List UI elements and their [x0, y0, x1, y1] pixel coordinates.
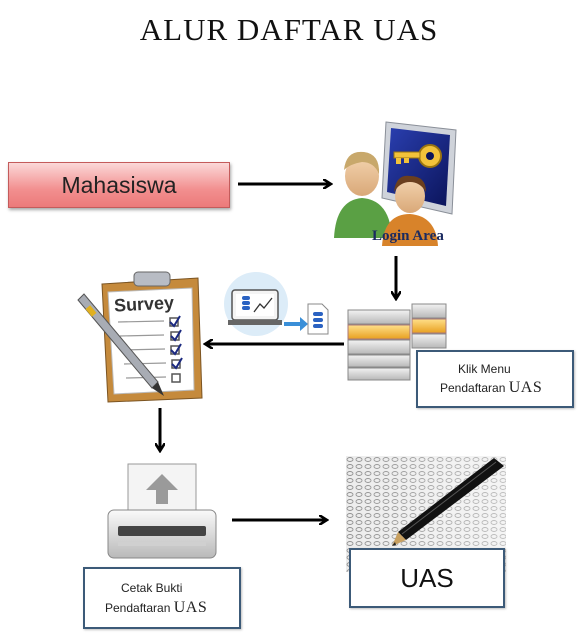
cetak-line2: Pendaftaran UAS [105, 598, 207, 618]
database-menu-icon [347, 303, 447, 381]
cetak-line1: Cetak Bukti [121, 581, 183, 595]
klik-menu-line1: Klik Menu [458, 362, 511, 376]
klik-menu-line2: Pendaftaran UAS [440, 378, 542, 398]
page-title: ALUR DAFTAR UAS [139, 12, 439, 47]
printer-icon [107, 463, 217, 559]
cetak-uas: UAS [173, 599, 208, 616]
mahasiswa-label: Mahasiswa [61, 171, 177, 198]
klik-menu-box: Klik Menu Pendaftaran UAS [416, 350, 574, 408]
klik-menu-uas: UAS [508, 379, 543, 396]
data-transfer-icon [224, 272, 329, 336]
login-area-label: Login Area [372, 228, 444, 244]
klik-menu-line2-text: Pendaftaran [440, 381, 509, 395]
mahasiswa-box: Mahasiswa [8, 162, 230, 208]
uas-box: UAS [349, 548, 505, 608]
survey-label: Survey [113, 292, 175, 316]
survey-clipboard-icon [77, 271, 203, 403]
login-area-icon [334, 121, 457, 246]
uas-label: UAS [400, 562, 454, 593]
cetak-line2-text: Pendaftaran [105, 601, 174, 615]
cetak-bukti-box: Cetak Bukti Pendaftaran UAS [83, 567, 241, 629]
